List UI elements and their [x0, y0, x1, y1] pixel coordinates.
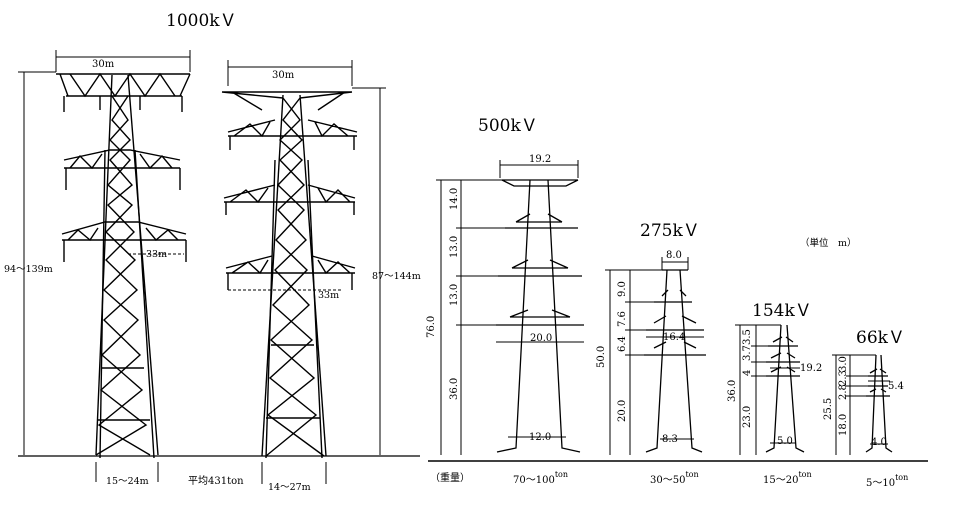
- tower-66kv-seg3: 2.8: [838, 384, 849, 400]
- tower-1000kv-a-base-dimension: 15～24m: [95, 462, 159, 487]
- weight-1000kv: 平均431ton: [188, 475, 244, 487]
- tower-66kv-seg1: 3.0: [838, 356, 849, 372]
- tower-1000kv-a-arm-width: 33m: [146, 249, 167, 260]
- tower-66kv: [865, 354, 893, 453]
- tower-275kv-seg1: 9.0: [617, 281, 628, 297]
- tower-275kv-seg2: 7.6: [617, 311, 628, 327]
- tower-1000kv-a-arm-dimension: 33m: [128, 249, 184, 260]
- tower-275kv-top: 8.0: [666, 250, 682, 261]
- voltage-1000kv-label: 1000kＶ: [166, 11, 237, 31]
- tower-1000kv-b-base: 14～27m: [268, 482, 311, 493]
- tower-154kv-seg1: 3.5: [742, 329, 753, 345]
- tower-1000kv-b-top-width: 30m: [272, 70, 295, 81]
- tower-275kv-base: 8.3: [662, 434, 678, 445]
- tower-154kv-dimensions: [735, 324, 800, 455]
- voltage-500kv-label: 500kＶ: [478, 116, 538, 136]
- tower-500kv: [496, 179, 584, 453]
- tower-154kv-seg3: 4: [742, 370, 753, 376]
- tower-66kv-lower-height: 18.0: [838, 414, 849, 436]
- tower-66kv-base: 4.0: [871, 437, 887, 448]
- tower-66kv-dimensions: [832, 354, 890, 455]
- tower-275kv-weight: 30～50ton: [650, 470, 699, 486]
- tower-154kv-arm: 19.2: [800, 363, 822, 374]
- tower-275kv-total-height: 50.0: [596, 346, 607, 368]
- tower-1000kv-b-height-dimension: 87～144m: [352, 87, 421, 455]
- tower-500kv-total-height: 76.0: [426, 316, 437, 338]
- tower-66kv-weight: 5～10ton: [866, 473, 908, 489]
- tower-1000kv-b-height: 87～144m: [372, 271, 421, 282]
- tower-500kv-dimensions: [436, 160, 584, 455]
- tower-275kv-dimensions: [605, 257, 704, 455]
- tower-1000kv-b-arm-width: 33m: [318, 290, 339, 301]
- tower-500kv-top: 19.2: [529, 154, 551, 165]
- tower-154kv-total-height: 36.0: [727, 380, 738, 402]
- tower-275kv: [644, 269, 706, 453]
- tower-66kv-total-height: 25.5: [823, 398, 834, 420]
- tower-154kv-weight: 15～20ton: [763, 470, 812, 486]
- tower-500kv-base: 12.0: [529, 432, 551, 443]
- tower-154kv-lower-height: 23.0: [742, 406, 753, 428]
- tower-275kv-lower-height: 20.0: [617, 400, 628, 422]
- tower-1000kv-b: [221, 91, 358, 459]
- tower-1000kv-a-base: 15～24m: [106, 476, 149, 487]
- voltage-66kv-label: 66kＶ: [856, 328, 905, 348]
- tower-1000kv-b-top-dimension: 30m: [227, 60, 353, 86]
- unit-label: （単位 m）: [800, 237, 857, 249]
- tower-500kv-arm: 20.0: [530, 333, 552, 344]
- tower-1000kv-a-height: 94～139m: [4, 264, 53, 275]
- tower-1000kv-b-base-dimension: 14～27m: [261, 462, 327, 493]
- tower-500kv-seg2: 13.0: [449, 236, 460, 258]
- tower-154kv: [765, 324, 805, 453]
- tower-1000kv-a-top-dimension: 30m: [55, 50, 191, 72]
- voltage-154kv-label: 154kＶ: [752, 301, 812, 321]
- tower-500kv-weight: 70～100ton: [513, 470, 568, 486]
- tower-1000kv-a: [56, 72, 191, 459]
- tower-500kv-lower-height: 36.0: [449, 378, 460, 400]
- voltage-275kv-label: 275kＶ: [640, 221, 700, 241]
- tower-66kv-seg2: 2.3: [838, 370, 849, 386]
- tower-1000kv-a-top-width: 30m: [92, 59, 115, 70]
- tower-1000kv-a-height-dimension: 94～139m: [4, 71, 56, 455]
- tower-154kv-base: 5.0: [777, 436, 793, 447]
- weight-label: （重量）: [430, 471, 470, 484]
- tower-66kv-arm: 5.4: [888, 381, 904, 392]
- tower-500kv-seg1: 14.0: [449, 188, 460, 210]
- tower-500kv-seg3: 13.0: [449, 284, 460, 306]
- tower-275kv-arm: 16.4: [663, 332, 685, 343]
- tower-275kv-seg3: 6.4: [617, 336, 628, 352]
- tower-154kv-seg2: 3.7: [742, 345, 753, 361]
- tower-1000kv-b-arm-dimension: 33m: [228, 289, 342, 301]
